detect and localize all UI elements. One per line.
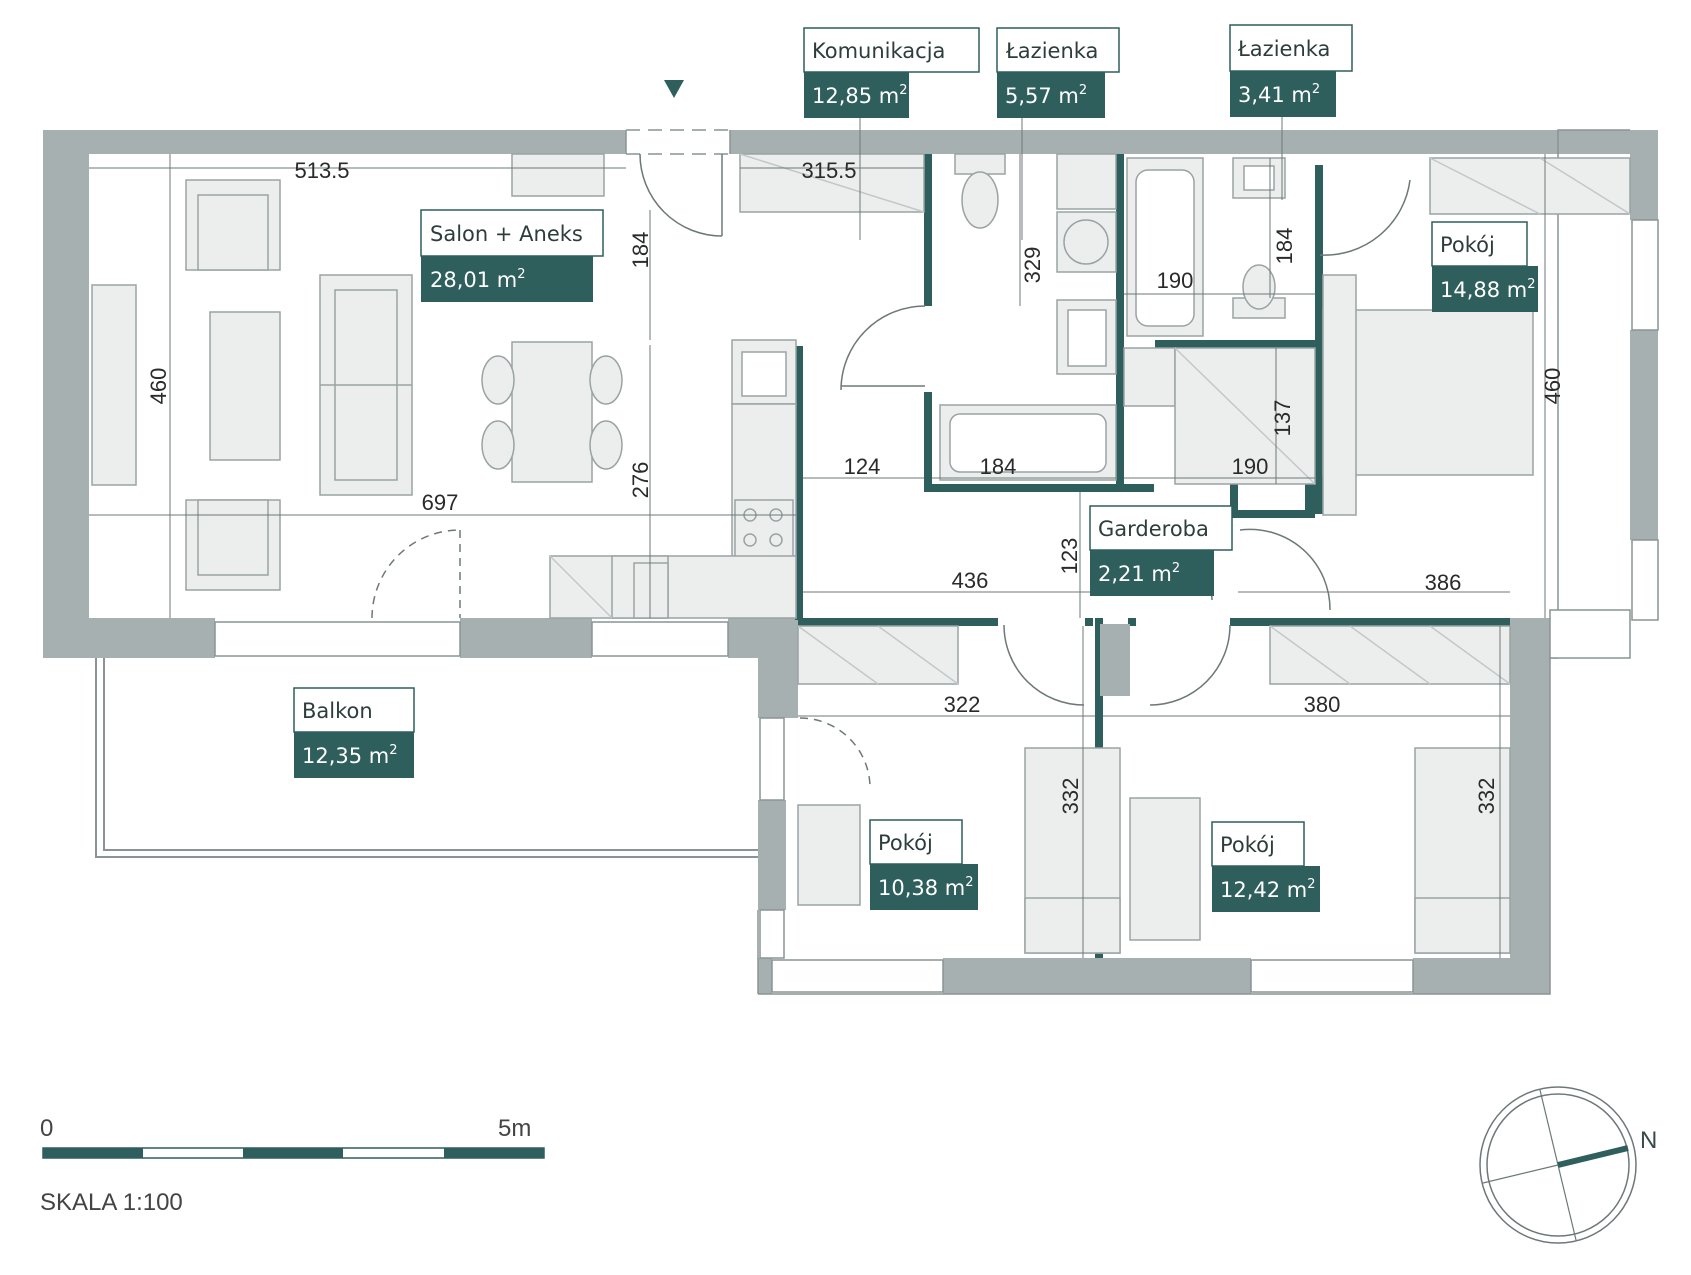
- room-name: Pokój: [1440, 233, 1495, 257]
- dim-184b: 184: [1272, 228, 1297, 265]
- furniture: [91, 153, 1631, 954]
- room-name: Łazienka: [1005, 39, 1098, 63]
- room-name: Pokój: [878, 831, 933, 855]
- scale-start: 0: [40, 1115, 53, 1142]
- dim-436: 436: [952, 568, 989, 593]
- dim-513: 513.5: [294, 158, 349, 183]
- dim-332a: 332: [1058, 778, 1083, 815]
- dining-table: [511, 341, 593, 483]
- room-name: Pokój: [1220, 833, 1275, 857]
- dim-380: 380: [1304, 692, 1341, 717]
- room-area: 12,42 m2: [1220, 877, 1316, 902]
- room-name: Salon + Aneks: [430, 222, 583, 246]
- exterior-walls: [43, 130, 1658, 994]
- cooktop: [734, 499, 794, 561]
- room-area: 3,41 m2: [1238, 82, 1320, 107]
- room-name: Łazienka: [1237, 37, 1330, 61]
- room-label-garderoba: Garderoba 2,21 m2: [1089, 505, 1233, 596]
- dim-315: 315.5: [801, 158, 856, 183]
- dim-124: 124: [844, 454, 881, 479]
- dim-460a: 460: [146, 368, 171, 405]
- room-area: 2,21 m2: [1098, 561, 1180, 586]
- scale-bar: 0 5m SKALA 1:100: [40, 1115, 545, 1216]
- room-name: Balkon: [302, 699, 373, 723]
- dimension-lines: [89, 100, 1546, 958]
- entrance-marker: [664, 80, 684, 98]
- room-area: 28,01 m2: [430, 267, 526, 292]
- desk-3: [1129, 797, 1201, 941]
- dim-137: 137: [1270, 400, 1295, 437]
- windows: [214, 219, 1659, 993]
- dim-329: 329: [1020, 247, 1045, 284]
- wardrobe-bedroom-2: [797, 625, 959, 685]
- dim-697: 697: [422, 490, 459, 515]
- wardrobe-bedroom-1: [1429, 157, 1631, 215]
- dim-322: 322: [944, 692, 981, 717]
- kitchen-lower-counter: [549, 555, 797, 619]
- room-area: 12,35 m2: [302, 743, 398, 768]
- coffee-table: [209, 311, 281, 461]
- tv-cabinet: [91, 284, 137, 486]
- room-label-balkon: Balkon 12,35 m2: [293, 687, 415, 778]
- room-area: 5,57 m2: [1005, 83, 1087, 108]
- desk-2: [797, 804, 861, 906]
- room-name: Komunikacja: [812, 39, 945, 63]
- room-area: 14,88 m2: [1440, 277, 1536, 302]
- scale-end: 5m: [498, 1115, 531, 1142]
- room-label-lazienka-1: Łazienka 5,57 m2: [996, 27, 1120, 118]
- dim-460b: 460: [1540, 368, 1565, 405]
- dim-332b: 332: [1474, 778, 1499, 815]
- room-label-lazienka-2: Łazienka 3,41 m2: [1229, 24, 1353, 117]
- balcony-outline: [95, 658, 758, 858]
- dim-184a: 184: [628, 232, 653, 269]
- dim-386: 386: [1425, 570, 1462, 595]
- compass-north: N: [1640, 1127, 1657, 1154]
- toilet-1-tank: [954, 153, 1006, 175]
- dim-190a: 190: [1157, 268, 1194, 293]
- room-name: Garderoba: [1098, 517, 1209, 541]
- doors: [371, 153, 1411, 791]
- room-label-pokoj-1: Pokój 14,88 m2: [1431, 221, 1538, 312]
- shelf-top: [511, 153, 605, 197]
- room-area: 12,85 m2: [812, 83, 908, 108]
- room-area: 10,38 m2: [878, 875, 974, 900]
- dim-276: 276: [628, 462, 653, 499]
- room-label-pokoj-3: Pokój 12,42 m2: [1211, 821, 1320, 912]
- compass-icon: N: [1479, 1086, 1657, 1244]
- dim-123: 123: [1057, 538, 1082, 575]
- room-label-pokoj-2: Pokój 10,38 m2: [869, 819, 978, 910]
- wardrobe-pillar: [1100, 624, 1130, 696]
- scale-label: SKALA 1:100: [40, 1189, 183, 1216]
- room-label-komunikacja: Komunikacja 12,85 m2: [803, 27, 980, 118]
- dim-184c: 184: [980, 454, 1017, 479]
- dim-190b: 190: [1232, 454, 1269, 479]
- room-label-salon: Salon + Aneks 28,01 m2: [420, 209, 604, 302]
